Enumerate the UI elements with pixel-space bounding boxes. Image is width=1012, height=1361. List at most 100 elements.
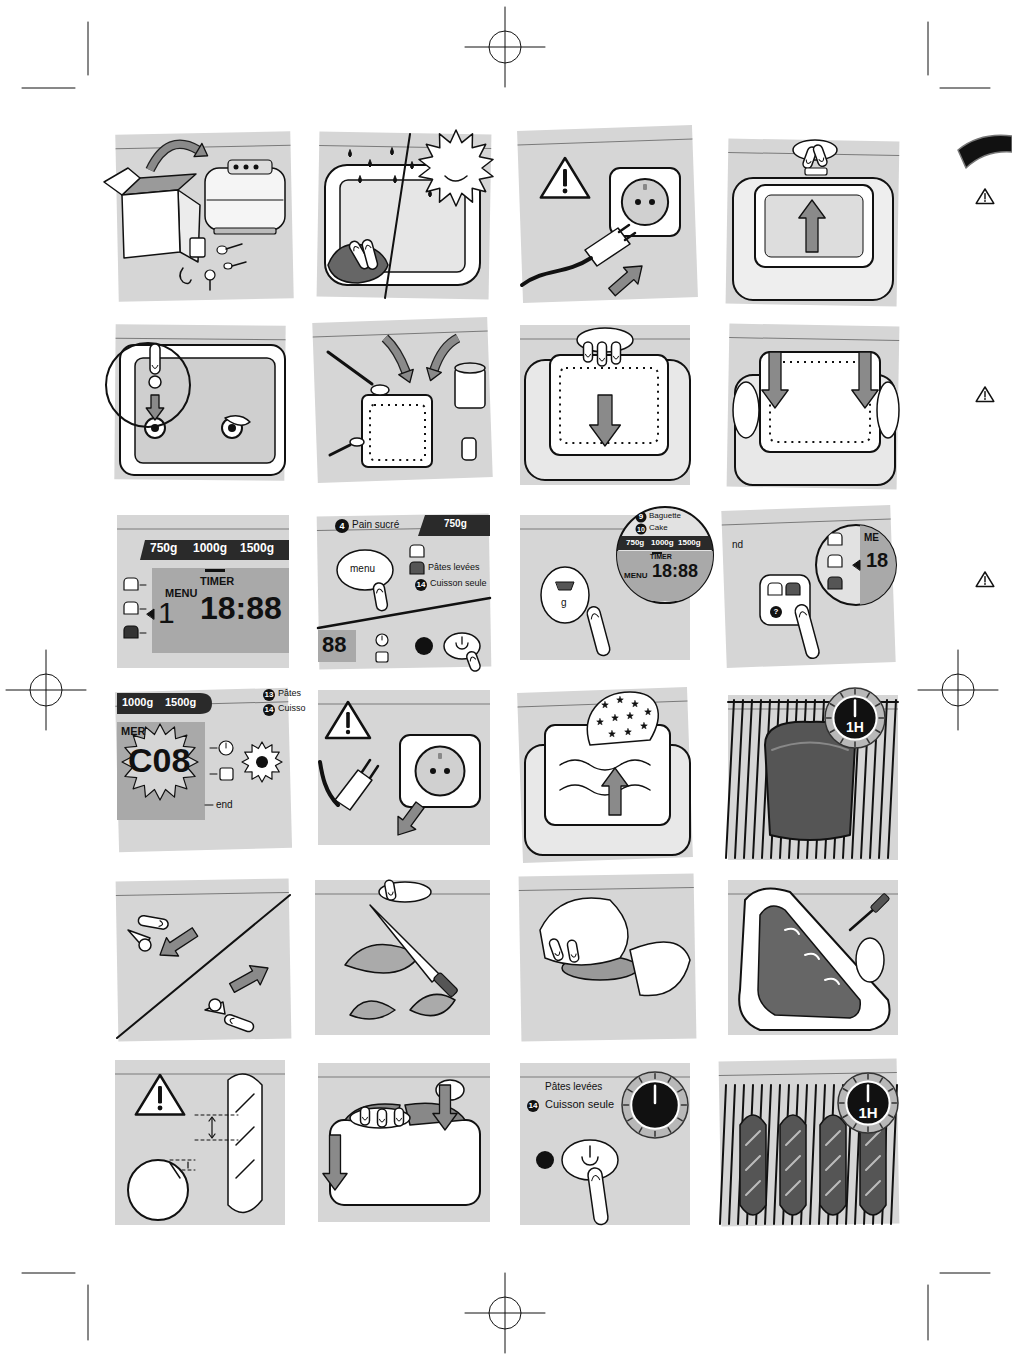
illustration-part xyxy=(382,636,383,640)
illustration-part xyxy=(214,228,276,234)
illustration-part xyxy=(733,382,759,438)
illustration-part xyxy=(668,1078,670,1082)
illustration-part xyxy=(115,1060,285,1225)
display-text: TIMER xyxy=(650,553,672,560)
illustration-part xyxy=(780,1115,806,1215)
illustration-part xyxy=(205,569,225,572)
illustration-part xyxy=(152,365,158,369)
illustration-part xyxy=(520,325,690,485)
illustration-part xyxy=(115,688,292,852)
illustration-part xyxy=(147,609,154,619)
illustration-part xyxy=(318,1063,490,1222)
illustration-part xyxy=(649,199,655,205)
illustration-part xyxy=(124,578,138,590)
illustration-part xyxy=(122,190,180,258)
illustration-part xyxy=(770,362,870,442)
illustration-part xyxy=(223,1013,255,1033)
illustration-part xyxy=(774,1085,780,1224)
illustration-part xyxy=(117,515,289,668)
illustration-part xyxy=(187,1162,188,1168)
illustration-part xyxy=(418,515,490,536)
illustration-part xyxy=(625,729,632,735)
illustration-part xyxy=(612,342,621,364)
illustration-part xyxy=(362,395,432,467)
illustration-part xyxy=(138,915,169,930)
illustration-part xyxy=(226,244,242,249)
illustration-part xyxy=(735,700,743,858)
illustration-part xyxy=(370,405,425,460)
illustration-part xyxy=(228,160,272,174)
illustration-part xyxy=(628,1118,632,1120)
illustration-part xyxy=(879,717,884,719)
illustration-part xyxy=(726,139,900,307)
illustration-part xyxy=(519,887,694,890)
display-text: ? xyxy=(774,608,779,616)
illustration-part xyxy=(170,1163,180,1178)
illustration-part xyxy=(622,1072,688,1138)
illustration-part xyxy=(984,398,986,400)
illustration-part xyxy=(984,576,985,582)
illustration-part xyxy=(828,520,910,620)
illustration-part xyxy=(567,940,580,963)
illustration-part xyxy=(104,168,140,195)
display-text: 1H xyxy=(846,720,864,734)
illustration-part xyxy=(586,605,611,657)
illustration-part xyxy=(433,1085,457,1130)
illustration-part xyxy=(548,938,564,962)
illustration-part xyxy=(315,880,490,1035)
illustration-part xyxy=(209,999,221,1011)
illustration-part xyxy=(587,692,658,745)
illustration-part xyxy=(115,1060,285,1225)
illustration-part xyxy=(517,687,693,863)
illustration-part xyxy=(846,1081,889,1124)
illustration-part xyxy=(681,1104,686,1106)
illustration-part xyxy=(622,179,668,225)
illustration-part xyxy=(379,1119,384,1122)
illustration-part xyxy=(856,938,884,982)
illustration-part xyxy=(385,134,410,298)
illustration-part xyxy=(518,139,693,145)
illustration-part xyxy=(318,630,356,662)
illustration-part xyxy=(762,352,788,408)
illustration-part xyxy=(229,1017,234,1024)
illustration-part xyxy=(150,144,198,170)
illustration-part xyxy=(140,609,146,610)
illustration-part xyxy=(318,1063,490,1222)
illustration-part xyxy=(371,385,389,395)
illustration-part xyxy=(378,1109,387,1127)
illustration-part xyxy=(889,1115,893,1117)
illustration-part xyxy=(228,1074,262,1212)
illustration-part xyxy=(410,994,455,1015)
illustration-part xyxy=(854,701,857,716)
illustration-part xyxy=(242,742,282,782)
illustration-part xyxy=(520,1063,690,1225)
illustration-part xyxy=(312,317,492,483)
illustration-part xyxy=(170,1160,195,1161)
illustration-part xyxy=(378,1109,387,1127)
illustration-part xyxy=(812,144,828,168)
illustration-part xyxy=(719,1058,900,1226)
illustration-part xyxy=(234,165,239,170)
illustration-part xyxy=(219,741,233,755)
illustration-part xyxy=(828,533,842,545)
illustration-part xyxy=(753,700,761,858)
illustration-part xyxy=(160,928,198,956)
illustration-part xyxy=(263,689,275,701)
display-text: Cake xyxy=(649,524,668,532)
illustration-part xyxy=(254,165,259,170)
illustration-part xyxy=(217,246,227,254)
illustration-part xyxy=(150,344,160,374)
illustration-part xyxy=(852,352,878,408)
illustration-part xyxy=(591,1175,600,1181)
illustration-part xyxy=(207,200,283,201)
display-text: MENU xyxy=(624,572,648,580)
illustration-part xyxy=(205,805,213,806)
illustration-part xyxy=(639,1078,641,1082)
illustration-part xyxy=(394,176,397,183)
illustration-part xyxy=(194,143,208,156)
illustration-part xyxy=(928,1285,929,1340)
illustration-part xyxy=(115,131,293,302)
illustration-part xyxy=(128,1160,188,1220)
illustration-part xyxy=(728,880,898,1035)
illustration-part xyxy=(117,515,289,668)
